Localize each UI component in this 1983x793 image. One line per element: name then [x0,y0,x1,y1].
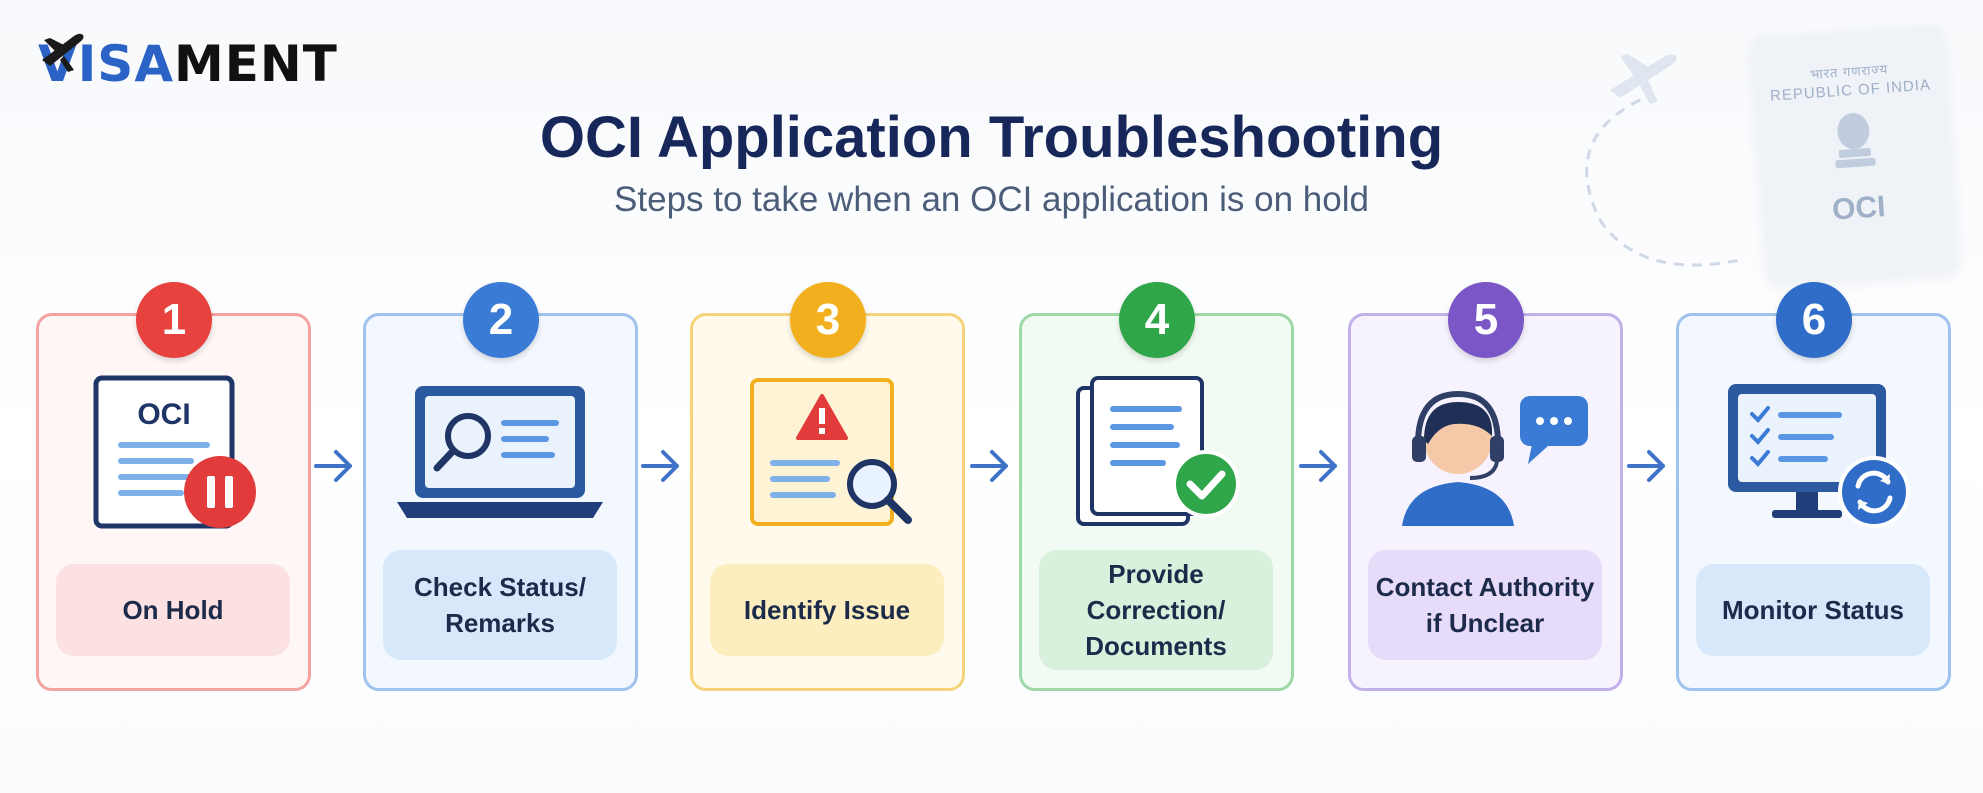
step-label-1: On Hold [56,564,290,656]
page-title: OCI Application Troubleshooting [539,105,1444,170]
emblem-icon [1835,113,1876,169]
airplane-logo-icon [42,33,84,72]
warning-document-search-icon [750,378,912,526]
oci-document-paused-icon: OCI [93,375,256,529]
arrow-right-icon [1299,450,1337,482]
laptop-search-icon [397,386,603,518]
step-label-2: Check Status/ Remarks [383,550,617,660]
flight-path-decor [1585,98,1741,267]
airplane-decor-icon [1610,54,1677,104]
step-badge-6: 6 [1776,282,1852,358]
passport-decor: भारत गणराज्य REPUBLIC OF INDIA OCI [1751,25,1959,284]
step-label-3: Identify Issue [710,564,944,656]
documents-check-icon [1076,376,1240,526]
page-subtitle: Steps to take when an OCI application is… [614,180,1369,219]
step-badge-5: 5 [1448,282,1524,358]
arrow-right-icon [1627,450,1665,482]
step-badge-3: 3 [790,282,866,358]
support-agent-icon [1402,390,1588,526]
step-label-6: Monitor Status [1696,564,1930,656]
step-badge-4: 4 [1119,282,1195,358]
brand-rest: MENT [174,35,338,93]
step-label-5: Contact Authority if Unclear [1368,550,1602,660]
oci-doc-label: OCI [137,398,190,431]
arrow-right-icon [641,450,679,482]
step-badge-2: 2 [463,282,539,358]
step-badge-1: 1 [136,282,212,358]
arrow-right-icon [970,450,1008,482]
brand-logo: VISAMENT [38,36,338,92]
brand-highlight: ISA [77,35,175,93]
monitor-checklist-refresh-icon [1728,384,1910,528]
arrow-right-icon [314,450,352,482]
step-label-4: Provide Correction/ Documents [1039,550,1273,670]
